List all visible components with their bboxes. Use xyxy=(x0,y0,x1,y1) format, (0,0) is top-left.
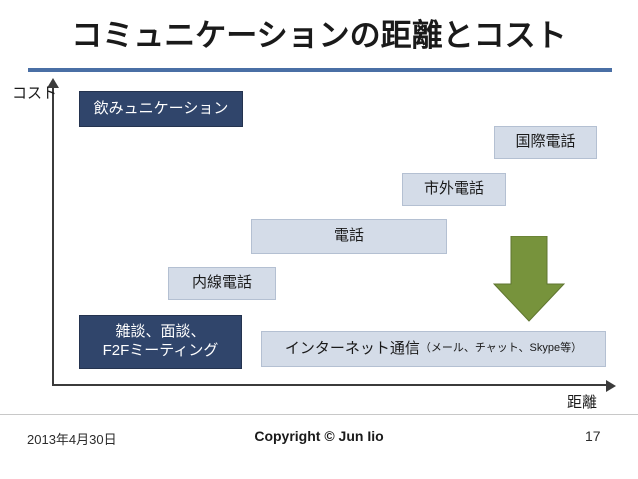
internet-main-label: インターネット通信 xyxy=(284,339,420,357)
footer-page-number: 17 xyxy=(585,428,601,444)
box-nominication: 飲みュニケーション xyxy=(79,91,243,127)
box-extension-call: 内線電話 xyxy=(168,267,276,300)
internet-note-label: （メール、チャット、Skype等） xyxy=(419,342,583,355)
page-title: コミュニケーションの距離とコスト xyxy=(71,18,567,53)
footer-copyright: Copyright © Jun Iio xyxy=(254,428,384,444)
box-international-call: 国際電話 xyxy=(494,126,597,159)
y-axis-label: コスト xyxy=(12,85,58,102)
x-axis-line xyxy=(52,384,608,386)
y-axis-line xyxy=(52,86,54,386)
down-arrow-icon xyxy=(493,236,565,322)
footer-divider xyxy=(0,414,638,415)
x-axis-arrowhead xyxy=(606,380,616,392)
box-face-to-face: 雑談、面談、 F2Fミーティング xyxy=(79,315,242,369)
x-axis-label: 距離 xyxy=(567,394,598,411)
title-divider xyxy=(28,68,612,72)
box-internet-communication: インターネット通信（メール、チャット、Skype等） xyxy=(261,331,606,367)
box-long-distance-call: 市外電話 xyxy=(402,173,506,206)
y-axis-arrowhead xyxy=(47,78,59,88)
footer-date: 2013年4月30日 xyxy=(27,432,117,447)
box-telephone: 電話 xyxy=(251,219,447,254)
